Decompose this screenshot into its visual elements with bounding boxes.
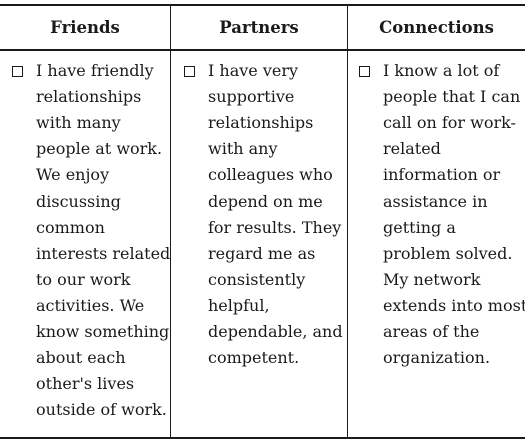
cell-text-line: assistance in	[383, 191, 488, 211]
header-connections: Connections	[379, 18, 494, 37]
cell-text-line: relationships	[36, 87, 142, 107]
cell-text-line: organization.	[383, 348, 491, 368]
cell-text-line: areas of the	[383, 322, 480, 341]
cell-text-line: getting a	[383, 217, 456, 237]
cell-text-line: dependable, and	[208, 322, 343, 341]
cell-text-line: information or	[383, 165, 501, 185]
cell-text-line: discussing	[36, 191, 121, 211]
cell-text-line: call on for work-	[383, 113, 516, 133]
cell-text-line: related	[383, 139, 441, 159]
cell-text-line: We enjoy	[36, 165, 110, 185]
cell-text-line: people that I can	[383, 87, 521, 107]
cell-text-line: common	[36, 217, 105, 237]
cell-text-line: activities. We	[36, 295, 145, 315]
column-divider-2	[347, 6, 348, 437]
header-partners: Partners	[219, 18, 299, 37]
cell-text-line: consistently	[208, 269, 306, 289]
table-header-rule	[0, 49, 525, 51]
table-top-rule	[0, 4, 525, 6]
cell-text-line: other's lives	[36, 374, 135, 394]
cell-text-line: know something	[36, 322, 170, 341]
cell-text-line: I have friendly	[36, 61, 154, 80]
column-divider-1	[170, 6, 171, 437]
cell-text-line: problem solved.	[383, 243, 513, 263]
header-friends: Friends	[50, 18, 120, 37]
cell-text-line: supportive	[208, 87, 295, 107]
partners-checkbox[interactable]	[184, 66, 195, 77]
table-bottom-rule	[0, 437, 525, 439]
friends-checkbox[interactable]	[12, 66, 23, 77]
connections-checkbox[interactable]	[359, 66, 370, 77]
cell-text-line: interests related	[36, 243, 171, 263]
cell-text-line: to our work	[36, 269, 131, 289]
cell-text-line: competent.	[208, 348, 300, 368]
cell-text-line: with any	[208, 139, 278, 159]
cell-text-line: colleagues who	[208, 165, 333, 185]
cell-text-line: about each	[36, 348, 126, 368]
cell-text-line: for results. They	[208, 217, 342, 237]
cell-text-line: I have very	[208, 61, 299, 80]
cell-text-line: outside of work.	[36, 400, 167, 420]
cell-text-line: depend on me	[208, 191, 323, 211]
cell-text-line: with many	[36, 113, 121, 133]
cell-text-line: I know a lot of	[383, 61, 500, 80]
cell-text-line: extends into most	[383, 295, 525, 315]
cell-text-line: regard me as	[208, 243, 316, 263]
cell-text-line: helpful,	[208, 295, 270, 315]
cell-text-line: My network	[383, 269, 481, 289]
cell-text-line: relationships	[208, 113, 314, 133]
cell-text-line: people at work.	[36, 139, 163, 159]
